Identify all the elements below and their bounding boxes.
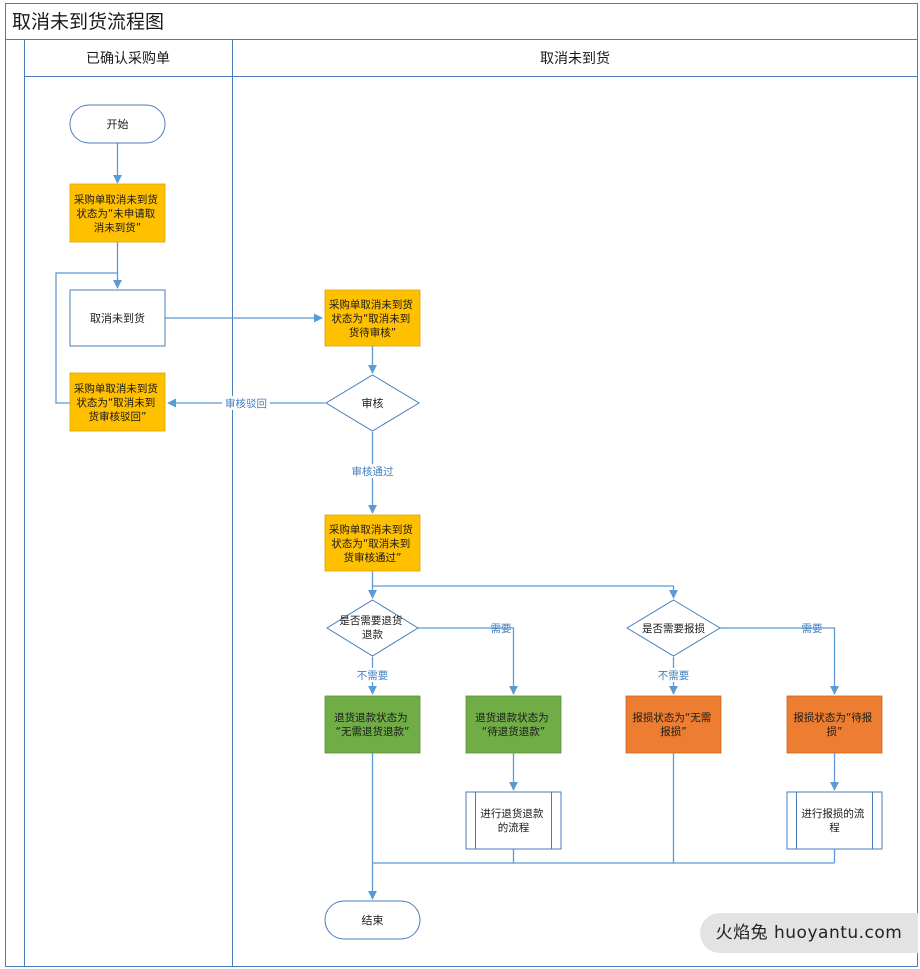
lane-header-confirmed-po: 已确认采购单: [86, 51, 170, 67]
edge-rejected-loop: [55, 272, 118, 404]
damage-decision-label: 是否需要报损: [642, 622, 705, 635]
cancel-action-box: [69, 289, 166, 347]
refund-decision: [326, 599, 419, 657]
start-label: 开始: [107, 117, 129, 131]
no-damage-text: 报损状态为“无需 报损”: [632, 711, 714, 738]
status-pending-box: [324, 289, 421, 347]
no-refund-text: 退货退款状态为 “无需退货退款”: [334, 711, 411, 738]
wait-damage-text: 报损状态为“待报 损”: [793, 711, 875, 738]
edge-approved-to-damage-decision: [372, 585, 679, 599]
status-rejected-box: [69, 372, 166, 432]
end-label: 结束: [362, 914, 384, 927]
refund-decision-text: 是否需要退货 退款: [339, 614, 405, 641]
label-bg-damage-not: [654, 668, 694, 682]
status-pending-text: 采购单取消未到货 状态为“取消未到 货待审核”: [329, 298, 416, 339]
wait-refund-text: 退货退款状态为 “待退货退款”: [475, 711, 552, 738]
watermark-badge: 火焰兔 huoyantu.com: [700, 913, 918, 953]
damage-decision: [626, 599, 721, 657]
status-approved-box: [324, 514, 421, 572]
status-approved-text: 采购单取消未到货 状态为“取消未到 货审核通过”: [329, 523, 416, 564]
cancel-action-label: 取消未到货: [90, 311, 145, 325]
edge-label-reject: 审核驳回: [225, 397, 267, 410]
edge-label-refund-not-need: 不需要: [357, 670, 389, 682]
edge-label-approve: 审核通过: [352, 465, 394, 478]
edge-label-refund-need: 需要: [491, 623, 512, 635]
wait-refund-box: [465, 695, 562, 754]
refund-process-box: [465, 791, 562, 850]
status-rejected-text: 采购单取消未到货 状态为“取消未到 货审核驳回”: [74, 382, 161, 423]
edge-damage-needed: [720, 627, 840, 695]
outer-frame: [5, 3, 918, 967]
diagram-title: 取消未到货流程图: [12, 11, 164, 33]
no-refund-box: [324, 695, 421, 754]
status-unapplied-text: 采购单取消未到货 状态为“未申请取 消未到货”: [74, 193, 161, 234]
no-damage-box: [625, 695, 722, 754]
damage-process-box: [786, 791, 883, 850]
status-unapplied-box: [69, 183, 166, 243]
wait-damage-box: [786, 695, 883, 754]
refund-process-text: 进行退货退款 的流程: [480, 807, 546, 834]
damage-process-text: 进行报损的流 程: [801, 807, 867, 834]
review-label: 审核: [362, 396, 384, 410]
connectors: [55, 143, 840, 900]
label-bg-approve: [348, 464, 398, 478]
edge-label-damage-need: 需要: [802, 623, 823, 635]
start-terminator: [69, 104, 166, 144]
label-bg-refund-not: [353, 668, 393, 682]
lane-header-cancel: 取消未到货: [540, 50, 610, 67]
label-bg-reject: [222, 396, 270, 410]
edge-label-damage-not-need: 不需要: [658, 670, 690, 682]
end-terminator: [324, 900, 421, 940]
review-decision: [325, 374, 420, 432]
edge-refund-needed: [418, 627, 519, 695]
